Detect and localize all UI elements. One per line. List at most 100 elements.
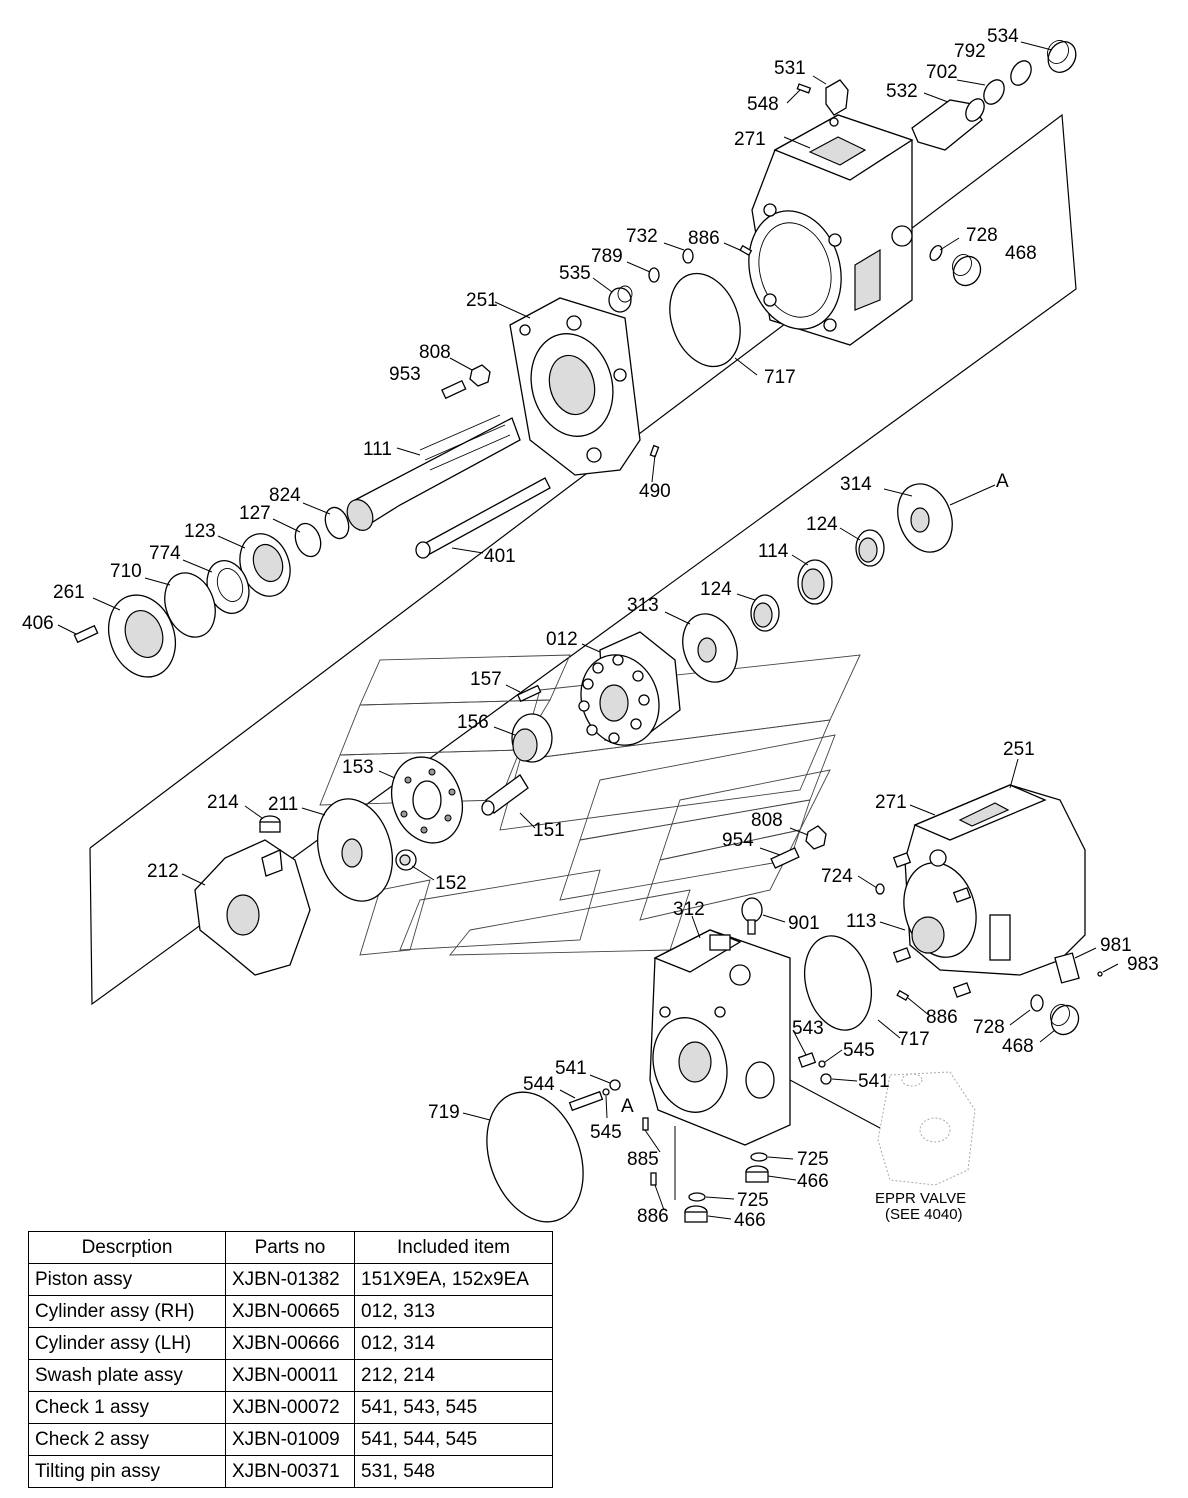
label-468-top: 468 xyxy=(1005,243,1037,264)
label-531: 531 xyxy=(774,58,806,79)
label-983: 983 xyxy=(1127,954,1159,975)
cell-included: 012, 313 xyxy=(354,1295,553,1328)
label-271-top: 271 xyxy=(734,129,766,150)
cell-included: 541, 544, 545 xyxy=(354,1423,553,1456)
o-ring-719 xyxy=(486,1091,584,1223)
label-808-top: 808 xyxy=(419,342,451,363)
label-A-bottom: A xyxy=(621,1096,634,1117)
label-792: 792 xyxy=(954,41,986,62)
label-702: 702 xyxy=(926,62,958,83)
table-row: Swash plate assy XJBN-00011 212, 214 xyxy=(28,1359,553,1392)
label-012: 012 xyxy=(546,629,578,650)
o-ring-717-top xyxy=(669,272,741,368)
label-251-top: 251 xyxy=(466,290,498,311)
table-row: Check 2 assy XJBN-01009 541, 544, 545 xyxy=(28,1423,553,1456)
exploded-frame xyxy=(89,113,1077,1006)
part-532-plug xyxy=(911,98,985,151)
needle-bearing-124-bottom xyxy=(750,594,780,632)
label-541-right: 541 xyxy=(858,1071,890,1092)
label-123: 123 xyxy=(184,521,216,542)
pin-885 xyxy=(642,1117,649,1131)
label-886-bottom: 886 xyxy=(926,1007,958,1028)
label-271-bottom: 271 xyxy=(875,792,907,813)
eppr-valve-see: (SEE 4040) xyxy=(885,1206,963,1223)
spacer-127 xyxy=(294,522,322,558)
cell-description: Cylinder assy (RH) xyxy=(28,1295,226,1328)
label-732: 732 xyxy=(626,226,658,247)
label-725-right: 725 xyxy=(797,1149,829,1170)
label-251-bottom: 251 xyxy=(1003,739,1035,760)
o-ring-710 xyxy=(164,572,216,638)
parts-table: Descrption Parts no Included item Piston… xyxy=(28,1231,553,1488)
needle-bearing-124-top xyxy=(855,529,885,567)
label-124-bottom: 124 xyxy=(700,579,732,600)
cell-description: Cylinder assy (LH) xyxy=(28,1327,226,1360)
plug-466-right xyxy=(745,1165,769,1183)
swash-plate-211 xyxy=(317,798,393,902)
eppr-valve-ghost xyxy=(877,1071,976,1186)
ring-725-right xyxy=(750,1152,768,1162)
label-534: 534 xyxy=(987,26,1019,47)
label-152: 152 xyxy=(435,873,467,894)
cylinder-block-012 xyxy=(578,631,681,746)
label-901: 901 xyxy=(788,913,820,934)
label-541-left: 541 xyxy=(555,1058,587,1079)
label-532: 532 xyxy=(886,81,918,102)
plug-541-left xyxy=(609,1079,621,1091)
cell-parts-no: XJBN-00665 xyxy=(225,1295,355,1328)
plate-981 xyxy=(1054,952,1080,984)
part-531-block xyxy=(825,79,849,127)
label-466-left: 466 xyxy=(734,1210,766,1231)
table-row: Tilting pin assy XJBN-00371 531, 548 xyxy=(28,1455,553,1488)
label-728-top: 728 xyxy=(966,225,998,246)
label-886-top: 886 xyxy=(688,228,720,249)
housing-271-top xyxy=(748,114,914,346)
table-row: Check 1 assy XJBN-00072 541, 543, 545 xyxy=(28,1391,553,1424)
label-314: 314 xyxy=(840,474,872,495)
label-113: 113 xyxy=(846,911,876,932)
label-312: 312 xyxy=(673,899,705,920)
eye-bolt-901 xyxy=(741,897,763,935)
label-535: 535 xyxy=(559,263,591,284)
label-114: 114 xyxy=(758,541,789,562)
retainer-153 xyxy=(391,756,463,844)
ball-545-right xyxy=(818,1060,826,1068)
label-724: 724 xyxy=(821,866,853,887)
label-545-left: 545 xyxy=(590,1122,622,1143)
cell-description: Check 1 assy xyxy=(28,1391,226,1424)
table-row: Cylinder assy (RH) XJBN-00665 012, 313 xyxy=(28,1295,553,1328)
bushing-214 xyxy=(259,815,281,833)
label-725-left: 725 xyxy=(737,1190,769,1211)
ring-792 xyxy=(1010,60,1032,86)
column-header-included-item: Included item xyxy=(354,1231,553,1264)
cell-included: 212, 214 xyxy=(354,1359,553,1392)
plug-468-bottom xyxy=(1050,1004,1080,1036)
bolt-401 xyxy=(415,477,551,559)
check-544 xyxy=(568,1090,604,1112)
ball-guide-156 xyxy=(511,713,553,763)
label-885: 885 xyxy=(627,1149,659,1170)
ring-732 xyxy=(682,248,694,264)
label-466-right: 466 xyxy=(797,1171,829,1192)
assembled-pump xyxy=(892,784,1086,998)
pin-886-top xyxy=(739,244,753,256)
seal-774 xyxy=(206,560,250,614)
cell-parts-no: XJBN-00011 xyxy=(225,1359,355,1392)
label-981: 981 xyxy=(1100,935,1132,956)
ring-725-left xyxy=(688,1192,706,1202)
screw-406 xyxy=(73,624,99,644)
ring-728-bottom xyxy=(1030,994,1044,1012)
cover-251-top xyxy=(509,297,641,476)
label-151: 151 xyxy=(533,820,565,841)
label-548: 548 xyxy=(747,94,779,115)
label-214: 214 xyxy=(207,792,239,813)
cover-261 xyxy=(108,594,176,678)
screw-983 xyxy=(1097,971,1103,977)
part-548-pin xyxy=(796,83,812,94)
label-261: 261 xyxy=(53,582,85,603)
ring-728-top xyxy=(929,244,943,262)
cell-description: Tilting pin assy xyxy=(28,1455,226,1488)
label-111: 111 xyxy=(363,439,392,460)
screw-953 xyxy=(441,379,467,400)
